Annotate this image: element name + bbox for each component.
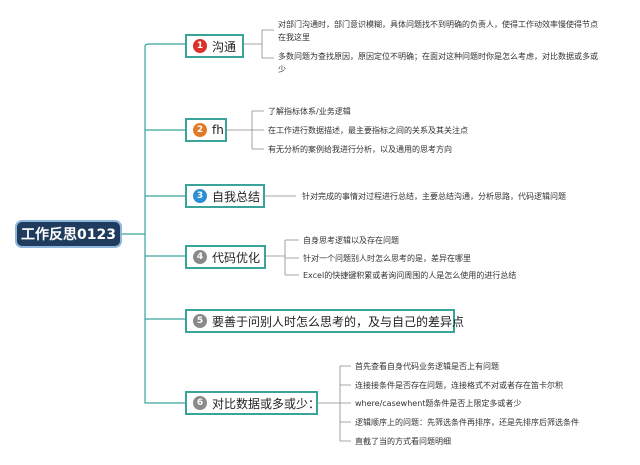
- detail-6-3: where/casewhent题条件是否上限定多或者少: [355, 399, 522, 408]
- link-root-branch-5: [144, 234, 185, 320]
- detail-2-3: 有无分析的案例给我进行分析，以及通用的思考方向: [268, 145, 452, 154]
- detail-3-1: 针对完成的事情对过程进行总结，主要总结沟通，分析思路，代码逻辑问题: [302, 192, 566, 201]
- branch-self-summary[interactable]: 3 自我总结: [185, 184, 265, 208]
- detail-1-2: 多数问题为查找原因，原因定位不明确；在面对这种问题时你是怎么考虑，对比数据或多或…: [278, 52, 598, 74]
- branch-label: 要善于问别人时怎么思考的，及与自己的差异点: [212, 314, 465, 329]
- number-badge-5: 5: [193, 314, 207, 328]
- branch-compare-data[interactable]: 6 对比数据或多或少：: [185, 391, 321, 415]
- branch-communication[interactable]: 1 沟通: [185, 34, 244, 58]
- branch-fh[interactable]: 2 fh: [185, 118, 227, 142]
- number-badge-4: 4: [193, 250, 207, 264]
- detail-2-2: 在工作进行数据描述，最主要指标之间的关系及其关注点: [268, 126, 468, 135]
- branch-label: 自我总结: [212, 189, 261, 204]
- link-root-branch-1: [122, 43, 185, 235]
- detail-6-2: 连接接条件是否存在问题，连接格式不对或者存在笛卡尔积: [355, 381, 563, 390]
- branch-code-optimization[interactable]: 4 代码优化: [185, 245, 266, 269]
- root-topic[interactable]: 工作反思0123: [15, 220, 122, 248]
- branch-label: 沟通: [212, 39, 237, 54]
- number-badge-1: 1: [193, 39, 207, 53]
- branch-ask-others[interactable]: 5 要善于问别人时怎么思考的，及与自己的差异点: [185, 309, 464, 333]
- branch-label: 对比数据或多或少：: [212, 396, 321, 411]
- detail-4-1: 自身思考逻辑以及存在问题: [303, 236, 399, 245]
- detail-6-4: 逻辑顺序上的问题：先筛选条件再排序，还是先排序后筛选条件: [355, 418, 579, 427]
- detail-2-1: 了解指标体系/业务逻辑: [268, 107, 351, 116]
- number-badge-3: 3: [193, 189, 207, 203]
- detail-6-1: 首先查看自身代码业务逻辑是否上有问题: [355, 362, 499, 371]
- number-badge-6: 6: [193, 396, 207, 410]
- detail-4-2: 针对一个问题别人时怎么思考的是，差异在哪里: [303, 254, 471, 263]
- detail-6-5: 直截了当的方式看问题明细: [355, 437, 451, 446]
- link-root-branch-6: [144, 319, 185, 404]
- detail-4-3: Excel的快捷键积累或者询问周围的人是怎么使用的进行总结: [303, 271, 517, 280]
- detail-1-1: 对部门沟通时，部门意识模糊，具体问题找不到明确的负责人，使得工作动效率慢使得节点…: [278, 20, 598, 42]
- branch-label: 代码优化: [212, 250, 261, 265]
- number-badge-2: 2: [193, 123, 207, 137]
- branch-label: fh: [212, 123, 224, 137]
